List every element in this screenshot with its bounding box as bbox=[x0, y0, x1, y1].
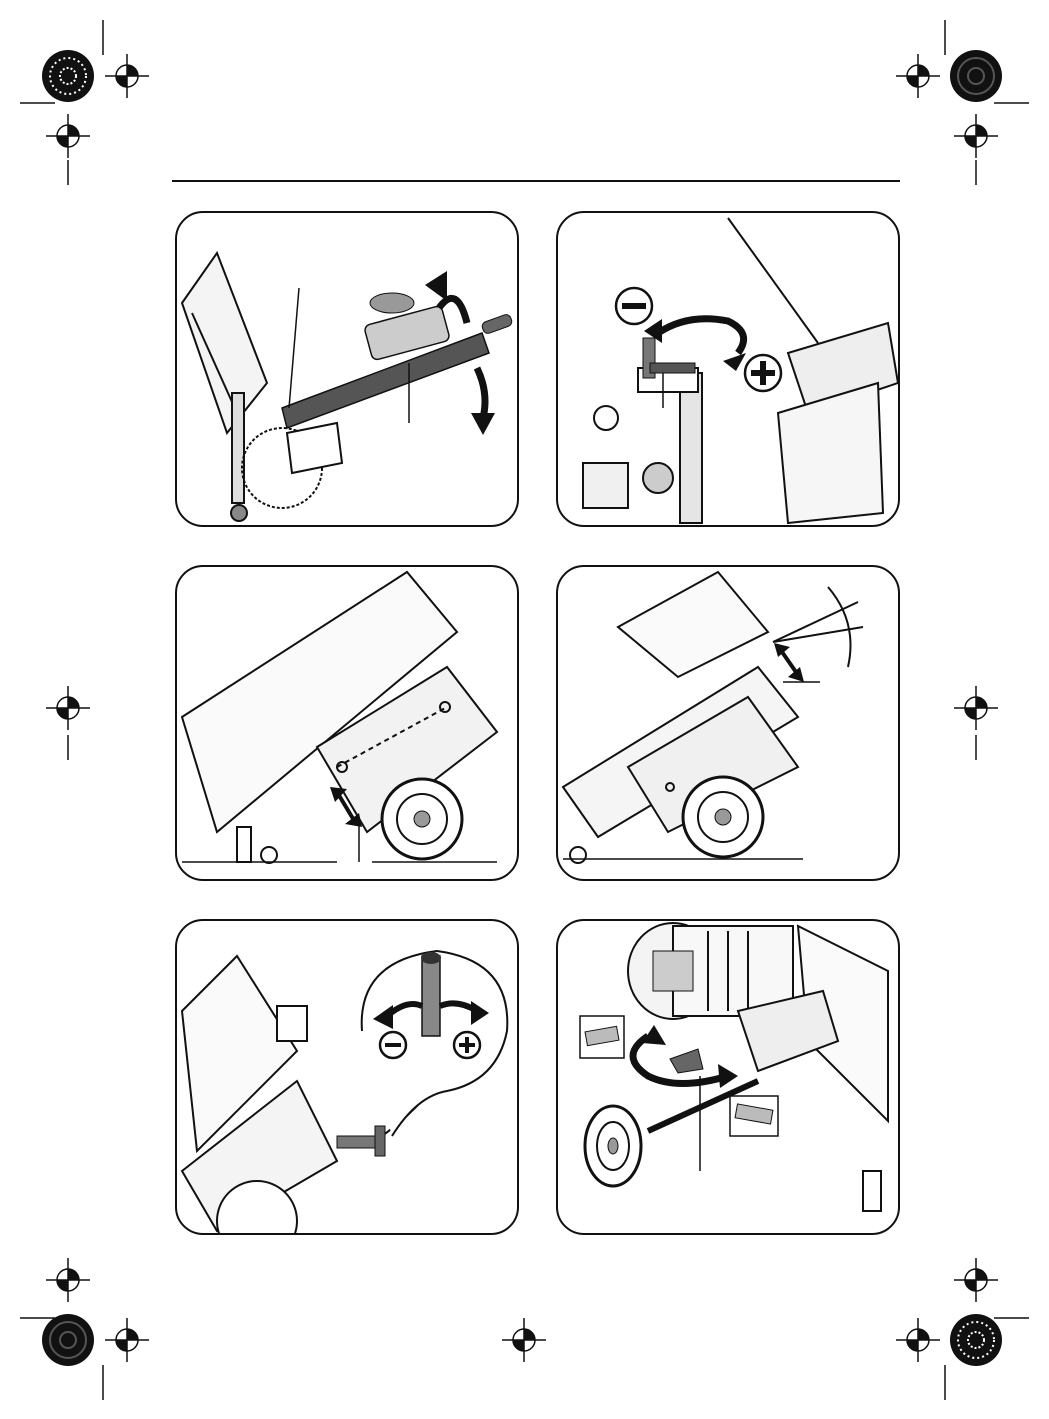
wheel-icon bbox=[683, 777, 763, 857]
figure-1-panel bbox=[175, 211, 519, 527]
figure-1-drawing bbox=[177, 213, 517, 525]
plus-sign-icon bbox=[454, 1032, 480, 1058]
figure-2-drawing bbox=[558, 213, 898, 525]
figure-2-panel bbox=[556, 211, 900, 527]
motor-grille bbox=[653, 951, 693, 991]
corner-target-icon bbox=[950, 1314, 1002, 1366]
figure-4-panel bbox=[556, 565, 900, 881]
figure-5-drawing bbox=[177, 921, 517, 1233]
wheel-icon bbox=[382, 779, 462, 859]
header-rule bbox=[172, 180, 900, 182]
double-arrow-icon bbox=[774, 643, 804, 682]
figure-3-drawing bbox=[177, 567, 517, 879]
minus-sign-icon bbox=[380, 1032, 406, 1058]
corner-target-icon bbox=[42, 50, 94, 102]
minus-sign-icon bbox=[616, 288, 652, 324]
arrow-down-icon bbox=[471, 368, 495, 435]
knob-icon bbox=[670, 1049, 703, 1073]
tag-icon bbox=[580, 1016, 624, 1058]
figure-5-panel bbox=[175, 919, 519, 1235]
plus-sign-icon bbox=[745, 355, 781, 391]
wheel-icon bbox=[585, 1106, 641, 1186]
corner-target-icon bbox=[950, 50, 1002, 102]
figure-3-panel bbox=[175, 565, 519, 881]
figure-6-panel bbox=[556, 919, 900, 1235]
figure-4-drawing bbox=[558, 567, 898, 879]
corner-target-icon bbox=[42, 1314, 94, 1366]
figure-6-drawing bbox=[558, 921, 898, 1233]
tag-icon bbox=[730, 1096, 778, 1136]
